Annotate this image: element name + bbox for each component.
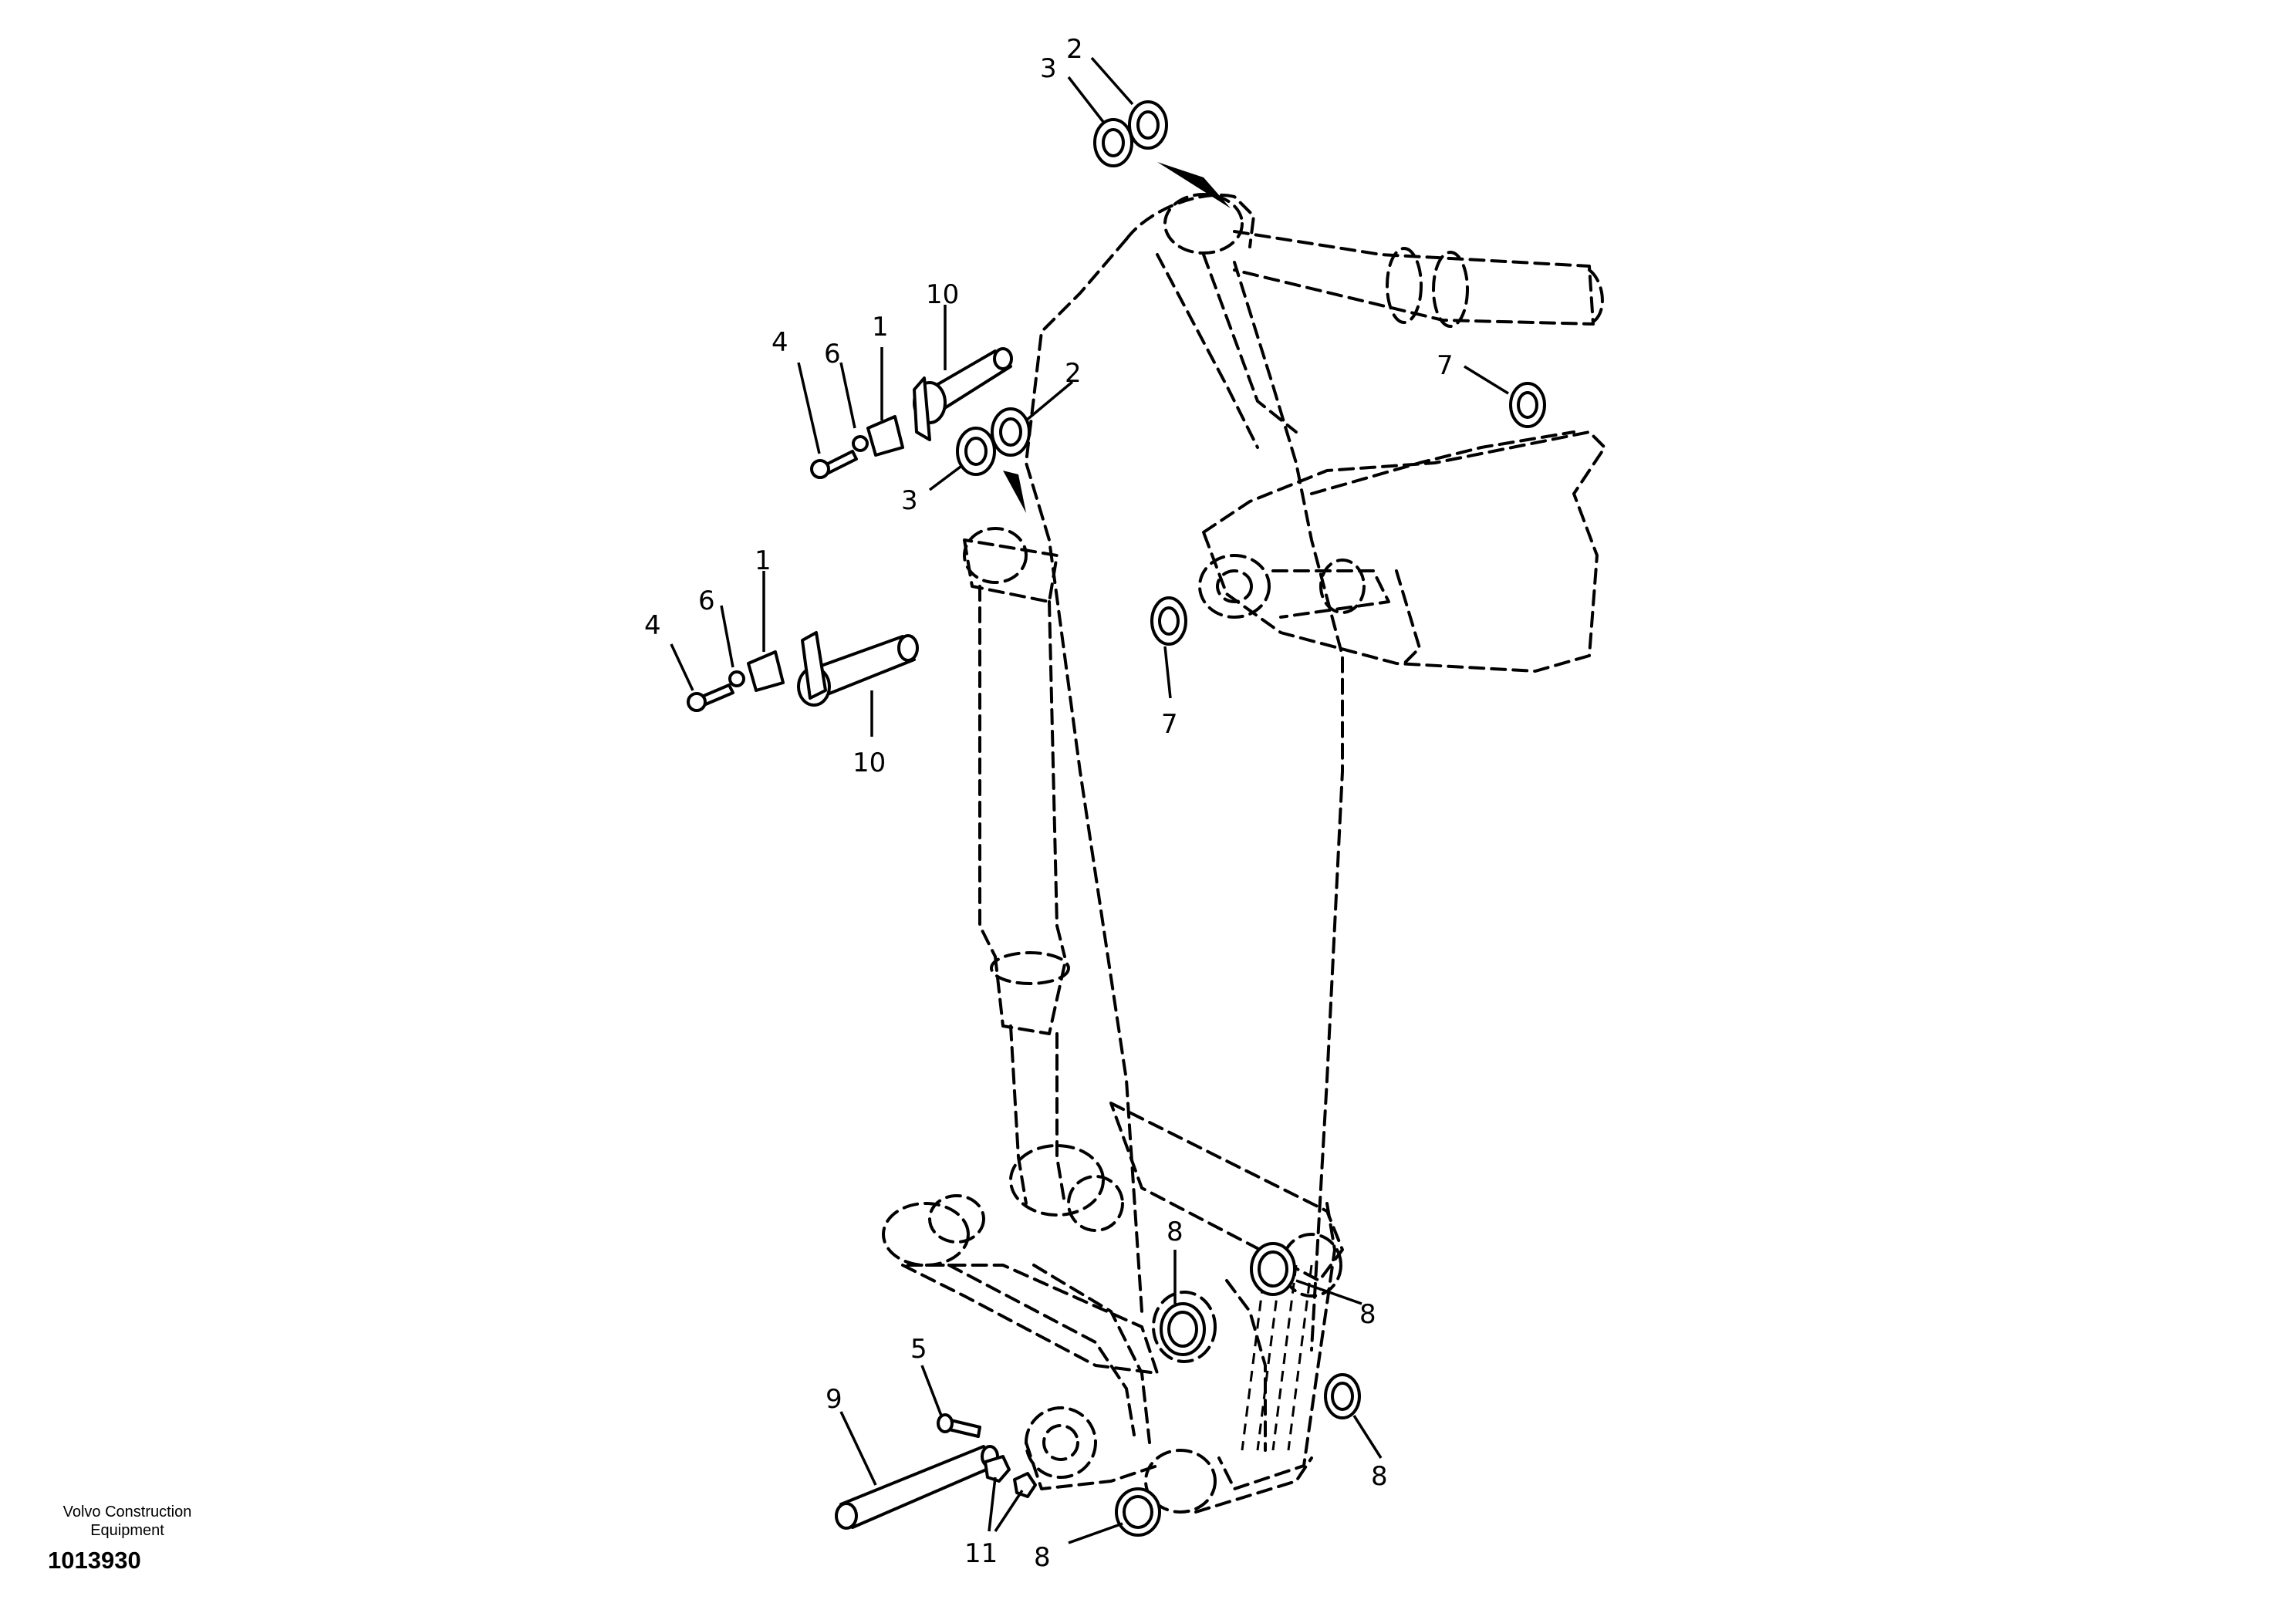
callout-2-middle: 2: [1065, 358, 1082, 389]
pin-upper: [913, 347, 1013, 441]
callout-7-upper: 7: [1437, 350, 1454, 381]
nuts-lower: [984, 1455, 1037, 1498]
shims-middle: [956, 407, 1031, 476]
callout-labels: 2 3 10 1 6 4 2 3 7 1 6 4 10 7 8 8 8 8 5 …: [644, 34, 1454, 1573]
lock-plate-upper: [866, 415, 904, 457]
leader-lines: [670, 56, 1509, 1544]
callout-3-top: 3: [1040, 53, 1057, 84]
callout-6-upper: 6: [824, 339, 841, 370]
lock-plate-middle: [747, 650, 785, 692]
callout-2-top: 2: [1066, 34, 1083, 65]
callout-4-upper: 4: [772, 327, 788, 358]
callout-9: 9: [826, 1384, 842, 1415]
bushings-lower: [1115, 1242, 1361, 1537]
callout-10-middle: 10: [853, 748, 886, 778]
pin-middle: [797, 631, 919, 707]
bolt-lower: [937, 1413, 981, 1438]
callout-1-upper: 1: [872, 312, 889, 343]
publisher-caption: Volvo Construction Equipment: [42, 1503, 212, 1540]
publisher-line: Volvo Construction: [62, 1504, 192, 1520]
callout-3-middle: 3: [901, 485, 918, 516]
callout-5: 5: [910, 1334, 927, 1365]
callout-7-middle: 7: [1161, 709, 1178, 740]
callout-6-middle: 6: [698, 586, 715, 616]
callout-8-d: 8: [1034, 1542, 1051, 1573]
callout-11: 11: [964, 1538, 998, 1569]
callout-1-middle: 1: [755, 545, 772, 576]
shims-right: [1150, 382, 1546, 646]
callout-4-middle: 4: [644, 610, 661, 641]
bolt-upper: [810, 435, 869, 479]
arm-outline: [882, 193, 1606, 1514]
callout-8-b: 8: [1359, 1299, 1376, 1330]
arrow-icon: [1003, 471, 1026, 513]
bolt-middle: [687, 670, 745, 712]
callout-8-a: 8: [1167, 1217, 1183, 1247]
document-number: 1013930: [48, 1547, 141, 1574]
shims-top: [1093, 100, 1168, 167]
pin-lower: [835, 1445, 999, 1530]
publisher-line-2: Equipment: [90, 1522, 164, 1539]
callout-10-upper: 10: [926, 279, 959, 310]
callout-8-c: 8: [1371, 1461, 1388, 1492]
arrow-icon: [1157, 162, 1231, 208]
